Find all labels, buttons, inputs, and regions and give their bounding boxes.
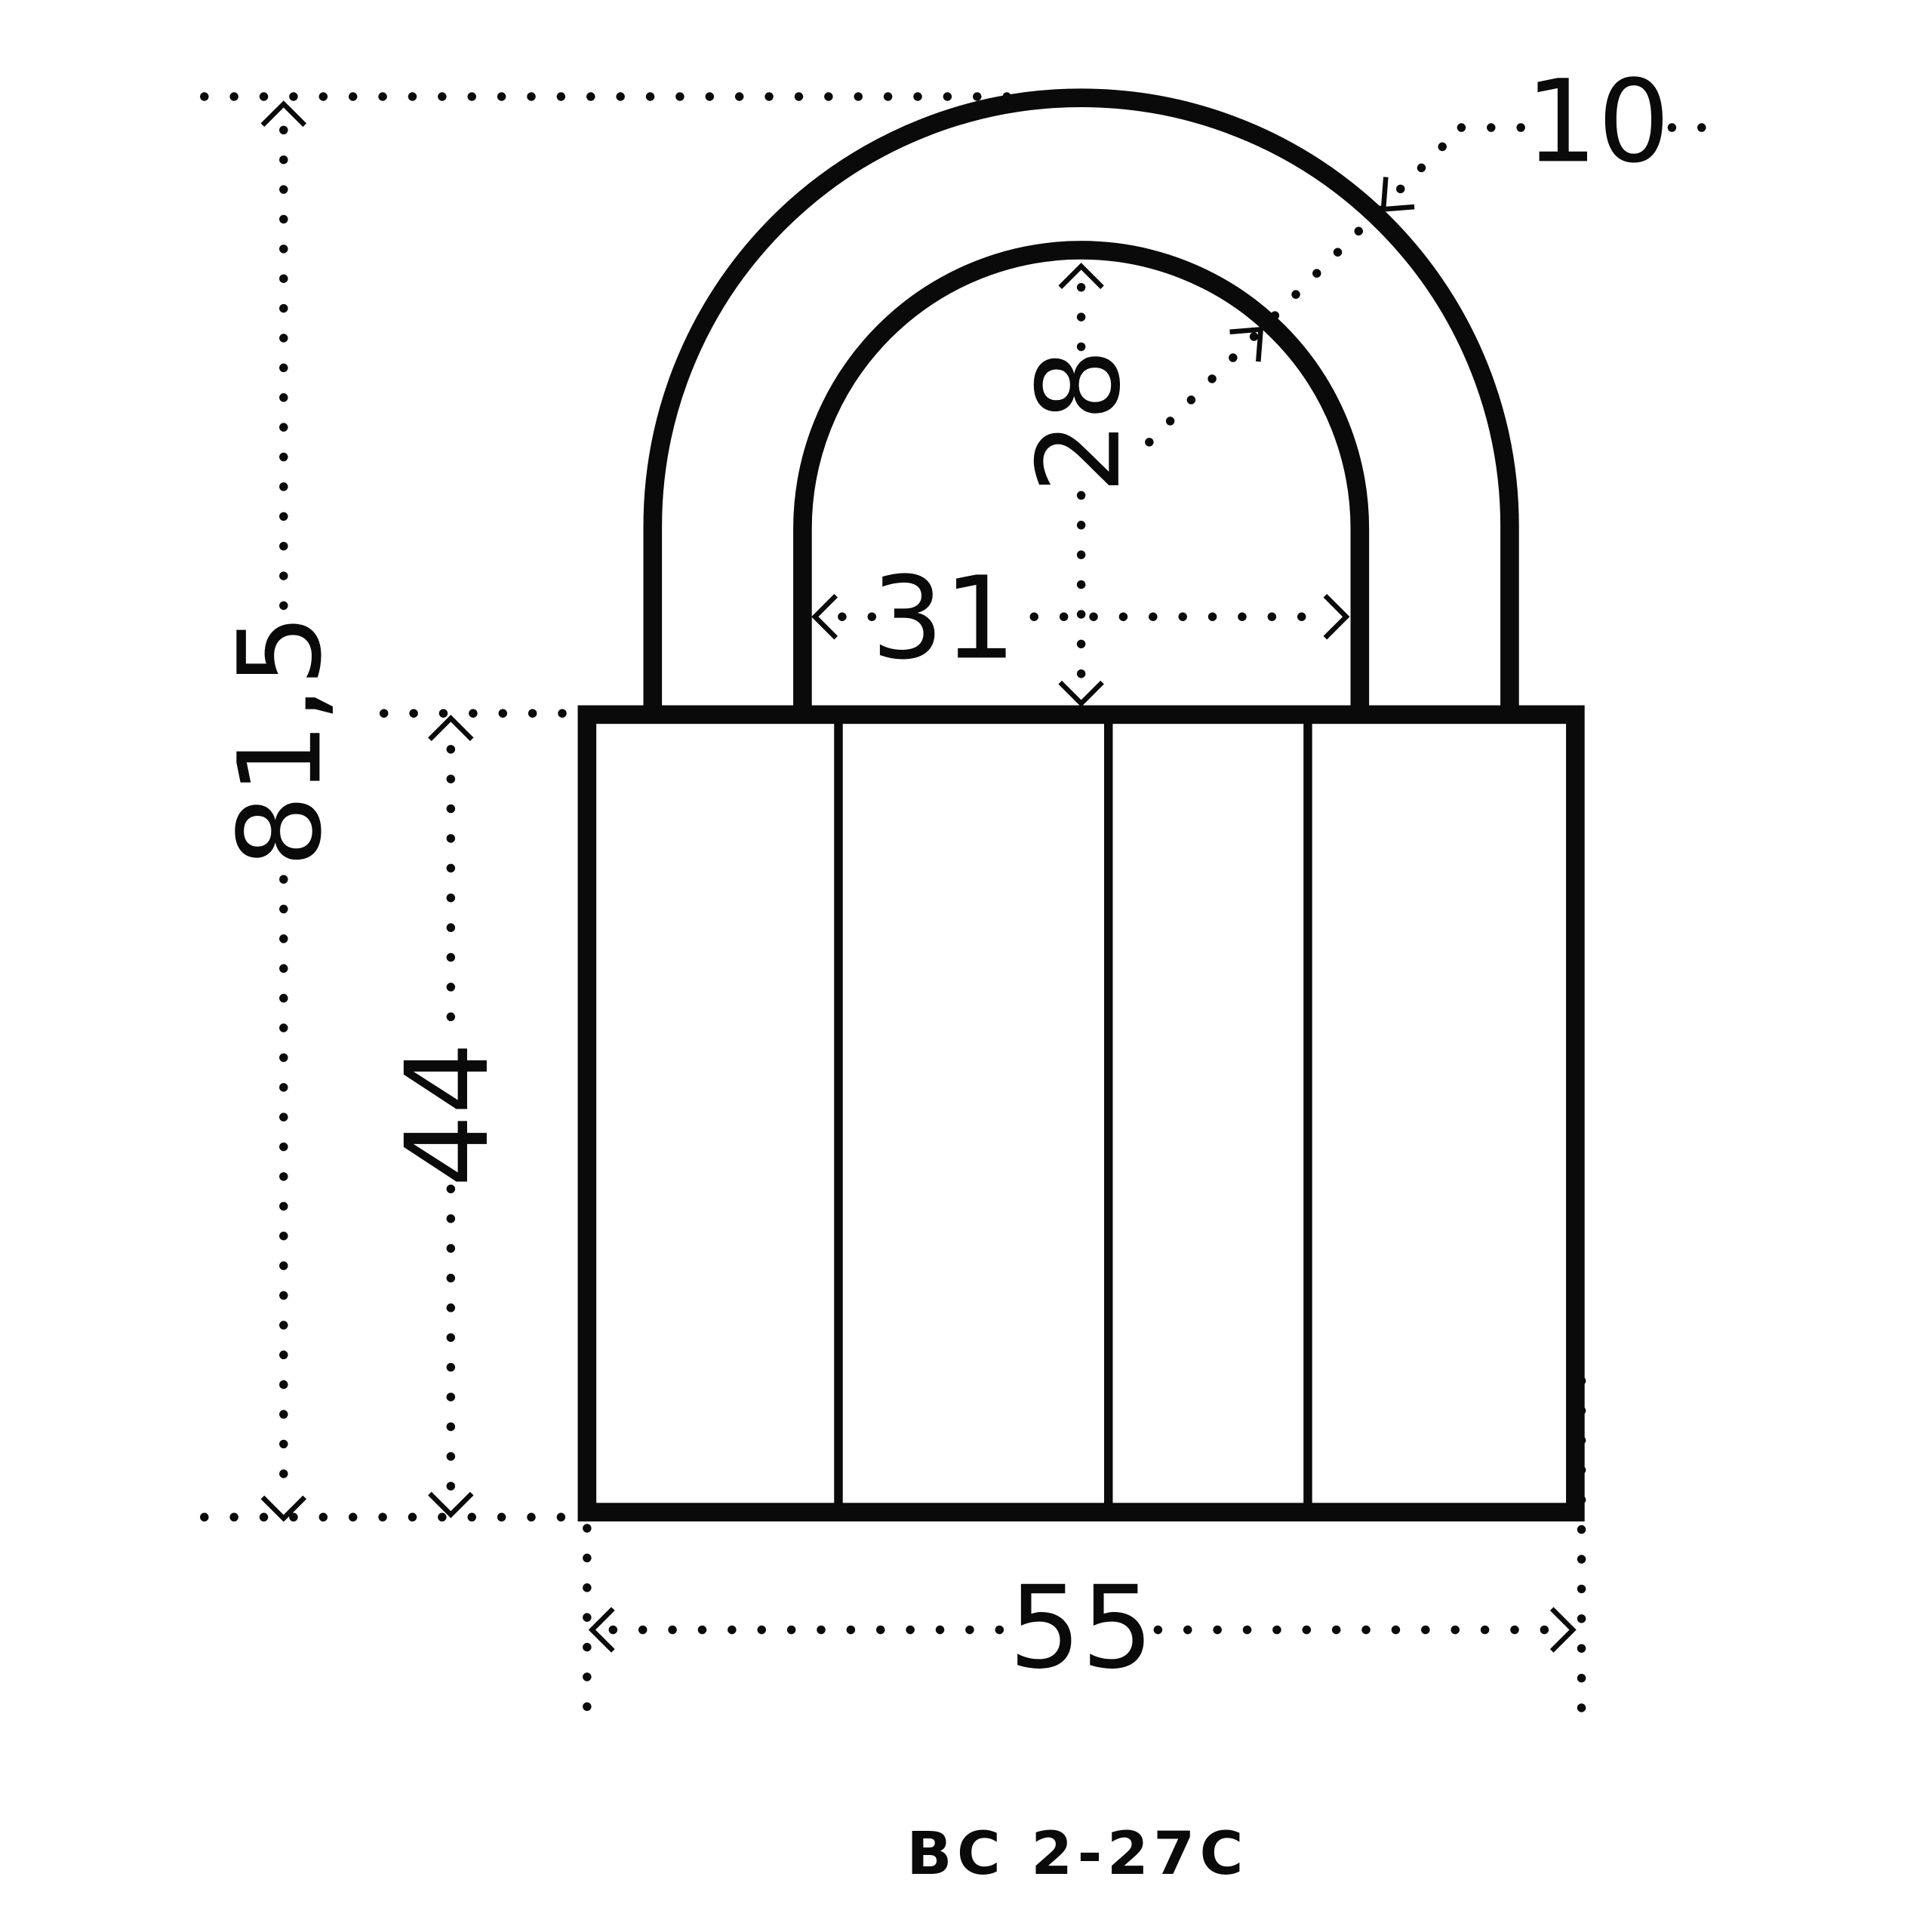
dimension-total-height: 81,5: [200, 92, 1014, 1522]
dimension-label-body-width: 55: [1009, 1561, 1154, 1694]
model-title: BC 2-27C: [906, 1819, 1248, 1888]
inner-shackle: [793, 241, 1370, 715]
padlock: [577, 88, 1585, 1521]
padlock-body: [577, 705, 1585, 1521]
arrow-icon: [1229, 326, 1264, 362]
dimension-label-shackle-height: 28: [1013, 349, 1146, 494]
arrow-right-icon: [1323, 594, 1350, 640]
dimension-body-width: 55: [583, 1376, 1586, 1714]
outer-shackle: [643, 88, 1519, 715]
arrow-icon: [1380, 177, 1415, 212]
arrow-left-icon: [588, 1607, 615, 1653]
dimension-shackle-width: 31: [811, 552, 1350, 685]
arrow-down-icon: [1058, 680, 1104, 707]
arrow-down-icon: [260, 1495, 307, 1522]
arrow-up-icon: [1058, 263, 1104, 290]
dimension-shackle-diameter: 10: [1145, 55, 1726, 447]
arrow-right-icon: [1549, 1607, 1577, 1653]
dimension-label-total-height: 81,5: [214, 614, 346, 867]
arrow-down-icon: [428, 1491, 474, 1518]
dimension-label-shackle-width: 31: [871, 552, 1016, 685]
dimension-shackle-height: 28: [1013, 263, 1146, 707]
arrow-left-icon: [811, 594, 838, 640]
dimension-label-shackle-diameter: 10: [1525, 55, 1670, 188]
arrow-up-icon: [428, 715, 474, 742]
dimension-body-height: 44: [379, 709, 577, 1518]
arrow-up-icon: [260, 100, 307, 128]
dimension-label-body-height: 44: [381, 1042, 514, 1187]
